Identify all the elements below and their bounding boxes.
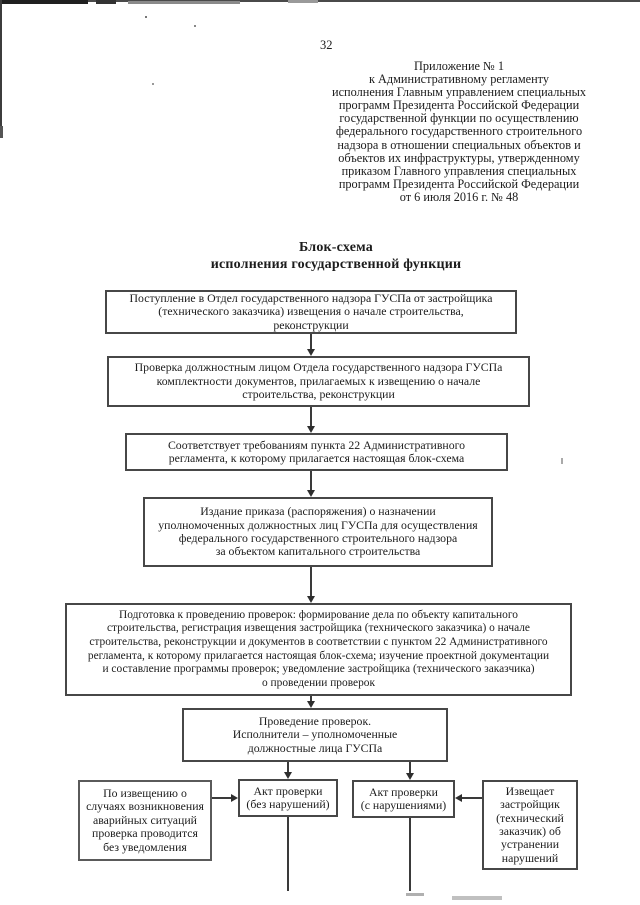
page-number: 32 [320, 38, 333, 52]
arrow-down-3-icon [307, 490, 315, 497]
notify-arrow-icon [455, 794, 462, 802]
flow-box-inspection-prep: Подготовка к проведению проверок: формир… [65, 603, 572, 696]
scan-artifact-top-segment [96, 0, 116, 4]
scan-speck [152, 83, 154, 85]
scan-speck [561, 458, 563, 464]
document-title: Блок-схема исполнения государственной фу… [210, 240, 462, 272]
appendix-note: Приложение № 1 к Административному регла… [332, 59, 586, 204]
arrow-down-5-icon [307, 701, 315, 708]
flow-box-act-with-violations: Акт проверки (с нарушениями) [352, 780, 455, 818]
branch-left-arrow-line [287, 762, 289, 772]
arrow-down-5-line [310, 696, 312, 701]
flow-box-compliance: Соответствует требованиям пункта 22 Адми… [125, 433, 508, 471]
scan-artifact-top-segment [288, 0, 318, 3]
scan-smudge [406, 893, 424, 896]
branch-left-arrow-icon [284, 772, 292, 779]
emergency-arrow-icon [231, 794, 238, 802]
arrow-down-1-icon [307, 349, 315, 356]
scan-smudge [452, 896, 502, 900]
arrow-down-4-line [310, 567, 312, 596]
scan-speck [194, 25, 196, 27]
arrow-down-2-icon [307, 426, 315, 433]
arrow-down-1-line [310, 334, 312, 349]
flow-box-inspections: Проведение проверок. Исполнители – уполн… [182, 708, 448, 762]
tail-line-right [409, 818, 411, 891]
flow-box-order-issue: Издание приказа (распоряжения) о назначе… [143, 497, 493, 567]
notify-arrow-line [462, 797, 482, 799]
arrow-down-3-line [310, 471, 312, 490]
tail-line-left [287, 817, 289, 891]
branch-right-arrow-icon [406, 773, 414, 780]
flow-box-completeness-check: Проверка должностным лицом Отдела госуда… [107, 356, 530, 407]
scan-artifact-top-edge [0, 0, 640, 2]
scan-artifact-left-edge [0, 0, 2, 136]
scan-artifact-top-segment [0, 0, 88, 4]
branch-right-arrow-line [409, 762, 411, 773]
scan-artifact-top-segment [128, 1, 240, 4]
flow-box-act-no-violations: Акт проверки (без нарушений) [238, 779, 338, 817]
flow-box-emergency-notice: По извещению о случаях возникновения ава… [78, 780, 212, 861]
flow-box-developer-notifies: Извещает застройщик (технический заказчи… [482, 780, 578, 870]
scan-artifact-left-blob [0, 126, 3, 138]
arrow-down-4-icon [307, 596, 315, 603]
emergency-arrow-line [212, 797, 231, 799]
scan-speck [145, 16, 147, 18]
flow-box-notice-receipt: Поступление в Отдел государственного над… [105, 290, 517, 334]
arrow-down-2-line [310, 407, 312, 426]
